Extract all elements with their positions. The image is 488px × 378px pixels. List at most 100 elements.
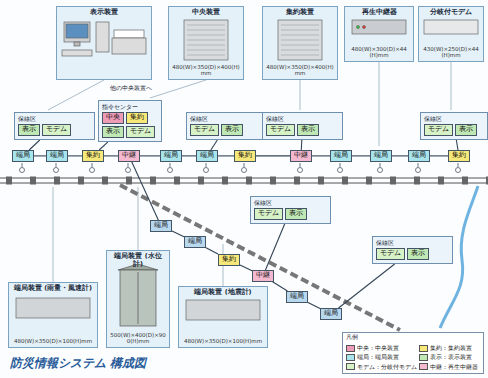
signal-line [456,140,458,150]
equipment-name: 端局装置 (雨量・風速計) [14,285,92,293]
signal-line [182,155,196,156]
equipment-box: モデム [254,208,283,220]
display-equipment-picture [114,30,144,38]
box-label: 端局 [188,238,202,246]
card-panel [168,6,244,80]
station-group: 保線区モデム表示 [420,112,488,140]
rack-slot [281,30,319,31]
sensor-symbol [20,168,25,173]
equipment-name: 分岐付モデム [430,9,472,17]
railway-track [6,177,488,185]
rack-slot [187,50,225,51]
dimension-text: 500(W)×400(D)×900(H)mm [110,332,166,345]
signal-line [34,155,46,156]
leader-line [138,187,139,250]
equipment-name: 端局装置 (地震計) [194,289,251,297]
dimension-text: 480(W)×350(D)×100(H)mm [14,338,92,345]
equipment-box: 端局 [286,291,308,303]
sensor-symbol [168,168,173,173]
rack-slot [187,25,225,26]
sensor-symbol [416,168,421,173]
rail-tie [78,177,84,185]
flat-unit-picture [352,20,406,34]
box-label: 端局 [334,152,348,160]
sensor-symbol [56,163,57,167]
rack-slot [187,45,225,46]
legend-entry: 中継：再生中継器 [419,363,480,371]
rail-tie [54,177,60,185]
legend-text: 中継：再生中継器 [430,364,478,371]
equipment-box: 集約 [82,150,104,162]
signal-line [140,155,160,156]
group-heading: 指令センター [102,103,158,110]
rail-tie [6,177,12,185]
card-panel [418,6,484,62]
station-group: 保線区モデム表示 [250,196,331,224]
sensor-symbol [170,163,171,167]
sensor-symbol [340,163,341,167]
display-equipment-picture [112,38,146,54]
rail-tie [486,177,488,185]
equipment-name: 表示装置 [90,9,118,17]
leader-line [53,187,54,282]
rack-picture [184,20,322,60]
signal-line [256,155,290,156]
equipment-box: 表示 [18,124,40,136]
equipment-box: モデム [126,126,155,138]
sensor-symbol [456,168,461,173]
sensor-symbol [92,163,93,167]
rack-slot [281,55,319,56]
box-label: 端局 [200,152,214,160]
box-label: 端局 [324,310,338,318]
box-label: モデム [46,126,67,134]
note-label: 他の中央装置へ [110,84,152,91]
equipment-name: 端局装置 (水位計) [110,253,166,269]
card-panel [344,6,414,62]
sensor-symbol [20,163,461,173]
equipment-box: 端局 [46,150,68,162]
display-equipment-picture [64,22,90,42]
legend-swatch [346,354,355,361]
dimension-text: 480(W)×300(D)×44(H)mm [348,46,410,59]
equipment-box: 端局 [160,150,182,162]
equipment-card: 再生中継器480(W)×300(D)×44(H)mm [344,6,414,62]
rack-slot [187,25,319,55]
box-label: 端局 [50,152,64,160]
display-equipment-picture [74,42,80,46]
box-label: 端局 [290,293,304,301]
card-panel [262,6,338,80]
equipment-name: 中央装置 [192,9,220,17]
legend-text: 表示：表示装置 [430,354,472,361]
sensor-symbol [126,168,131,173]
rail-tie [270,177,276,185]
station-group: 保線区モデム表示 [372,236,453,264]
display-equipment-picture [62,22,146,56]
equipment-box: 端局 [408,150,430,162]
sensor-symbol [300,163,301,167]
rack-slot [281,45,319,46]
card-panel [8,6,484,348]
rail-tie [174,177,180,185]
rail-tie [246,177,252,185]
rack-slot [187,30,225,31]
sensor-symbol [244,163,245,167]
box-label: 表示 [22,126,36,134]
box-label: 表示 [301,126,315,134]
box-label: 中継 [256,272,270,280]
box-label: モデム [258,210,279,218]
equipment-box: 表示 [407,248,429,260]
legend-text: 中央：中央装置 [357,345,399,352]
sensor-symbol [206,163,207,167]
dimension-text: 480(W)×350(D)×400(H)mm [172,64,240,77]
equipment-box: モデム [266,124,295,136]
box-label: モデム [130,128,151,136]
rack-slot [281,50,319,51]
legend-box: 中央：中央装置集約：集約装置端局：端局装置表示：表示装置モデム：分岐付モデム中継… [342,332,484,374]
card-panel [106,250,170,348]
card-panel [178,286,268,348]
rack-slot [187,35,225,36]
legend-entry: 端局：端局装置 [346,353,417,361]
